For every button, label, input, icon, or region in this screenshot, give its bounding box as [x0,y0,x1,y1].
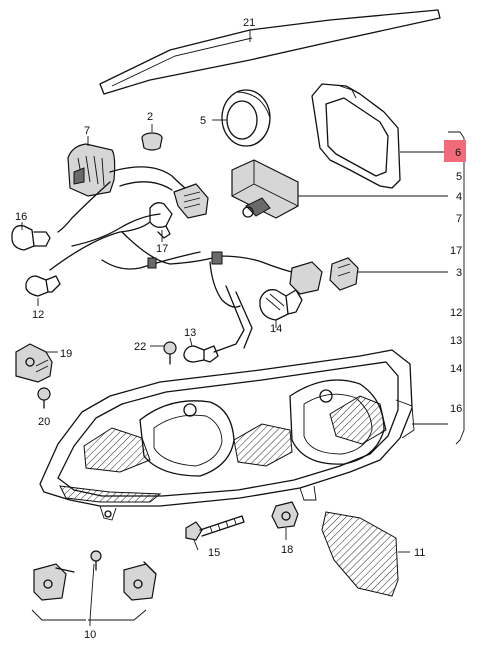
headlight-housing [39,349,448,521]
callout-4: 4 [456,191,462,203]
callout-14-right: 14 [450,363,462,375]
callout-22: 22 [134,341,146,353]
callout-17-right: 17 [450,245,462,257]
bulb-part-14 [259,289,303,328]
callout-7: 7 [84,125,90,137]
bulb-part-17 [149,202,173,242]
bolt-part-15 [185,515,245,551]
callout-5-right: 5 [456,171,462,183]
callout-5: 5 [200,115,206,127]
callout-6: 6 [455,147,461,159]
callout-2: 2 [147,111,153,123]
callout-18: 18 [281,544,293,556]
callout-7-right: 7 [456,213,462,225]
callout-16-right: 16 [450,403,462,415]
bracket-part-19 [15,343,58,383]
callout-10: 10 [84,629,96,641]
callout-13: 13 [184,327,196,339]
connector-part-7 [67,136,116,197]
callout-20: 20 [38,416,50,428]
callout-13-right: 13 [450,335,462,347]
callout-14: 14 [270,323,282,335]
callout-3: 3 [456,267,462,279]
callout-17: 17 [156,243,168,255]
callout-16: 16 [15,211,27,223]
callout-12-right: 12 [450,307,462,319]
callout-12: 12 [32,309,44,321]
bulb-part-16 [11,222,51,251]
callout-15: 15 [208,547,220,559]
seal-ring-part-5 [212,89,271,147]
motor-part-4 [231,159,448,219]
bulb-part-13 [183,337,219,363]
callout-19: 19 [60,348,72,360]
callout-11: 11 [414,547,425,559]
brackets-part-10 [31,550,157,626]
screw-part-22 [150,341,177,365]
clip-part-18 [271,501,299,540]
screw-part-20 [37,387,51,409]
label-bracket-right [448,131,465,445]
bulb-part-12 [25,275,61,306]
cap-part-2 [141,124,163,151]
holder-part-3 [329,257,448,291]
highlight-box-part-6 [444,140,466,162]
trim-strip-part-21 [99,9,441,95]
callout-21: 21 [243,17,255,29]
frame-part-6 [311,83,448,189]
wiring-harness [49,166,323,353]
reflector-part-11 [321,511,410,597]
